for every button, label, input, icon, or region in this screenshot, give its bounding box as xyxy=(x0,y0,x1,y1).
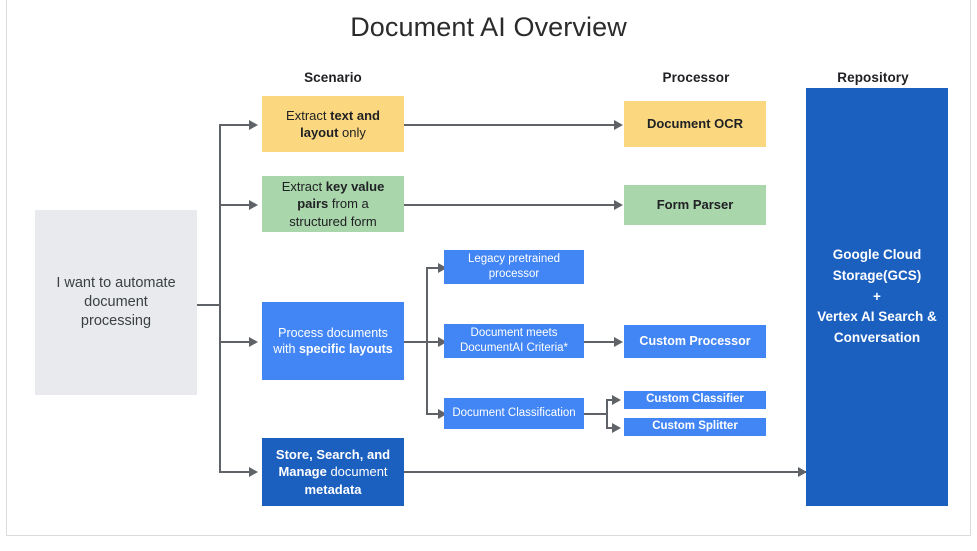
scenario-2-text-d: from a xyxy=(328,196,369,212)
repository-line-4: Vertex AI Search & xyxy=(817,309,937,325)
scenario-box-process-specific-layouts[interactable]: Process documents with specific layouts xyxy=(262,302,404,380)
classification-label: Document Classification xyxy=(452,406,576,419)
form-parser-label: Form Parser xyxy=(656,197,734,213)
scenario-4-text-d: metadata xyxy=(304,481,362,497)
start-box: I want to automate document processing xyxy=(35,210,197,395)
legacy-line-2: processor xyxy=(488,268,540,280)
connector-trunk-to-scenario-4 xyxy=(219,471,252,473)
arrowhead-scenario-2 xyxy=(249,200,258,210)
scenario-4-text-b: Manage xyxy=(278,464,327,480)
arrowhead-scenario-4 xyxy=(249,467,258,477)
scenario-3-text-c: specific layouts xyxy=(298,342,393,356)
scenario-4-text-a: Store, Search, and xyxy=(275,447,391,463)
connector-trunk-to-scenario-3 xyxy=(219,341,252,343)
connector-scenario1-to-ocr xyxy=(404,124,616,126)
processor-box-custom-classifier[interactable]: Custom Classifier xyxy=(624,391,766,409)
start-line-3: processing xyxy=(80,313,152,330)
custom-splitter-label: Custom Splitter xyxy=(652,420,738,433)
connector-store-to-repository xyxy=(404,471,806,473)
scenario-3-text-b: with xyxy=(273,342,299,356)
custom-classifier-label: Custom Classifier xyxy=(646,393,744,406)
arrowhead-document-ocr xyxy=(614,120,623,130)
connector-fan-to-legacy xyxy=(426,267,442,269)
start-line-2: document xyxy=(84,293,148,310)
scenario-2-text-c: pairs xyxy=(297,196,329,212)
connector-classification-fan-vertical xyxy=(606,399,608,427)
repository-line-1: Google Cloud xyxy=(832,246,922,262)
connector-fan-to-classifier xyxy=(606,399,616,401)
processor-box-custom-splitter[interactable]: Custom Splitter xyxy=(624,418,766,436)
connector-scenario2-to-formparser xyxy=(404,204,616,206)
processor-box-document-ocr[interactable]: Document OCR xyxy=(624,101,766,147)
arrowhead-custom-splitter xyxy=(612,423,621,433)
middle-box-legacy-pretrained-processor[interactable]: Legacy pretrained processor xyxy=(444,250,584,284)
connector-scenario3-to-fan xyxy=(404,341,428,343)
connector-start-to-trunk xyxy=(197,304,221,306)
scenario-1-label: Extract text and layout only xyxy=(286,107,380,141)
legacy-label: Legacy pretrained processor xyxy=(468,252,560,282)
arrowhead-custom-processor xyxy=(614,337,623,347)
scenario-2-text-b: key value xyxy=(325,179,385,195)
connector-criteria-to-custom-processor xyxy=(584,341,616,343)
column-header-repository: Repository xyxy=(837,70,909,85)
middle-box-document-classification[interactable]: Document Classification xyxy=(444,398,584,429)
arrowhead-document-classification xyxy=(438,409,447,419)
arrowhead-scenario-1 xyxy=(249,120,258,130)
arrowhead-scenario-3 xyxy=(249,337,258,347)
column-header-scenario: Scenario xyxy=(304,70,362,85)
legacy-line-1: Legacy pretrained xyxy=(467,252,561,265)
connector-fan-to-criteria xyxy=(426,341,442,343)
connector-trunk-to-scenario-2 xyxy=(219,204,252,206)
scenario-3-label: Process documents with specific layouts xyxy=(273,325,393,358)
processor-box-form-parser[interactable]: Form Parser xyxy=(624,185,766,225)
scenario-1-text-d: only xyxy=(338,125,366,140)
connector-trunk-vertical xyxy=(219,124,221,472)
arrowhead-form-parser xyxy=(614,200,623,210)
repository-line-3: + xyxy=(873,288,881,304)
repository-line-2: Storage(GCS) xyxy=(832,267,922,283)
repository-line-5: Conversation xyxy=(833,330,921,346)
page-title: Document AI Overview xyxy=(350,12,627,42)
document-ocr-label: Document OCR xyxy=(646,116,744,132)
scenario-1-text-a: Extract xyxy=(286,107,331,123)
connector-fan-to-splitter xyxy=(606,427,616,429)
custom-processor-label: Custom Processor xyxy=(639,334,751,349)
scenario-1-text-b: text and xyxy=(330,107,380,123)
scenario-4-text-c: document xyxy=(326,464,388,480)
arrowhead-document-meets-criteria xyxy=(438,337,447,347)
scenario-1-text-c: layout xyxy=(300,125,339,140)
connector-fan-to-classification xyxy=(426,413,442,415)
criteria-line-2: DocumentAI Criteria* xyxy=(459,342,568,354)
scenario-2-text-e: structured form xyxy=(289,213,377,229)
processor-box-custom-processor[interactable]: Custom Processor xyxy=(624,325,766,358)
arrowhead-legacy-pretrained xyxy=(438,263,447,273)
arrowhead-custom-classifier xyxy=(612,395,621,405)
scenario-3-text-a: Process documents xyxy=(278,325,388,340)
start-box-label: I want to automate document processing xyxy=(56,274,175,331)
column-header-processor: Processor xyxy=(662,70,730,85)
start-line-1: I want to automate xyxy=(56,274,176,291)
arrowhead-repository xyxy=(798,467,807,477)
criteria-line-1: Document meets xyxy=(470,326,558,339)
connector-trunk-to-scenario-1 xyxy=(219,124,252,126)
scenario-2-text-a: Extract xyxy=(281,179,326,195)
scenario-box-extract-text-layout[interactable]: Extract text and layout only xyxy=(262,96,404,152)
connector-classification-to-fan xyxy=(584,413,608,415)
